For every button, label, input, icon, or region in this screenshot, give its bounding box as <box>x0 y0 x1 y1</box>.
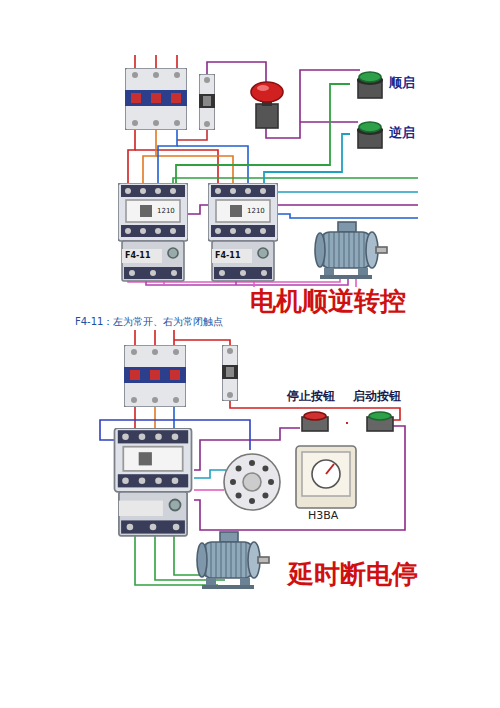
wire <box>143 130 156 187</box>
socket-pin <box>249 460 255 466</box>
wire <box>194 489 224 491</box>
button-label: 逆启 <box>388 126 416 141</box>
button-box: 停止按钮 <box>282 390 346 435</box>
socket-pin <box>262 492 268 498</box>
contactor-box: 1210F4-11 <box>118 183 188 283</box>
wire-connector <box>346 422 348 424</box>
wire <box>300 121 358 123</box>
panel-title: 延时断电停 <box>286 560 420 590</box>
timer-socket <box>224 454 280 510</box>
timer-model: H3BA <box>307 510 339 523</box>
three-pole-breaker <box>124 345 186 407</box>
button-label-box: 逆启 <box>350 116 418 152</box>
wire <box>276 214 418 218</box>
motor <box>315 222 387 279</box>
contactor <box>208 183 278 281</box>
relay-model: F4-11 <box>214 251 241 260</box>
wire <box>174 340 230 345</box>
caption-note: F4-11：左为常开、右为常闭触点 <box>74 316 224 328</box>
button-label: 顺启 <box>388 76 416 91</box>
wire <box>194 470 226 478</box>
button-label: 停止按钮 <box>286 390 336 404</box>
button-box: 启动按钮 <box>348 390 412 435</box>
contactor <box>115 428 192 536</box>
socket-pin <box>230 479 236 485</box>
reverse-button <box>357 122 383 148</box>
socket-pin <box>249 498 255 504</box>
socket-pin <box>262 466 268 472</box>
socket-pin <box>268 479 274 485</box>
wire <box>154 330 156 345</box>
socket-pin <box>236 466 242 472</box>
wire <box>177 146 248 187</box>
top-panel <box>118 55 418 288</box>
timer-relay <box>296 446 356 508</box>
socket-pins <box>230 460 274 504</box>
wire <box>155 55 157 68</box>
wire <box>134 55 136 68</box>
contactor <box>118 183 188 281</box>
model-number: 1210 <box>246 207 266 215</box>
forward-button <box>357 72 383 98</box>
timer-box: H3BA <box>293 443 359 527</box>
wire <box>194 426 405 530</box>
single-pole-breaker <box>222 345 238 401</box>
wire <box>230 401 400 420</box>
socket-pin <box>236 492 242 498</box>
wire <box>173 330 175 345</box>
wire <box>207 62 266 82</box>
wire <box>156 156 233 187</box>
button-label: 启动按钮 <box>352 390 402 404</box>
model-number: 1210 <box>156 207 176 215</box>
motor <box>197 532 269 589</box>
stop-button <box>302 412 328 431</box>
button-label-box: 顺启 <box>350 66 418 102</box>
start-button <box>367 412 393 431</box>
wire <box>263 187 418 192</box>
panel-title: 电机顺逆转控 <box>248 287 408 317</box>
bottom-panel <box>100 330 405 589</box>
wire-connector <box>264 134 350 183</box>
relay-model: F4-11 <box>124 251 151 260</box>
wire <box>134 330 136 345</box>
single-pole-breaker <box>199 74 215 130</box>
wire <box>128 130 135 187</box>
wire <box>266 70 360 138</box>
wire-connector <box>176 84 350 183</box>
emergency-stop <box>251 82 283 128</box>
contactor-box: 1210F4-11 <box>208 183 278 283</box>
wire <box>176 55 178 68</box>
three-pole-breaker <box>125 68 187 130</box>
